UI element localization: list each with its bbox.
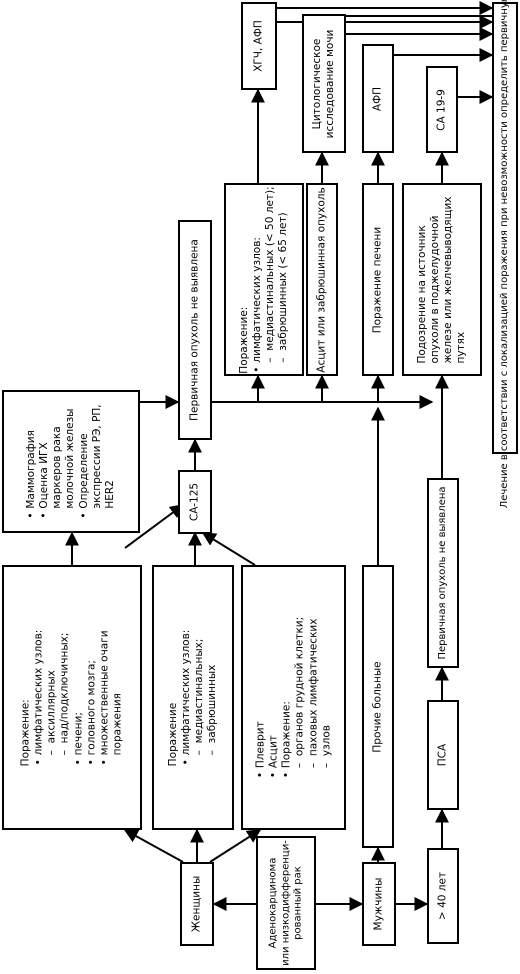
pleuritis-sub: органов грудной клетки; [294, 616, 307, 755]
mammo-item-cont: экспрессии РЭ, РП, [90, 403, 103, 509]
root-line-3: рованный рак [292, 866, 304, 940]
lymph-mid-sub: медиастинальных (< 50 лет); [264, 186, 277, 350]
mammo-item-cont: HER2 [103, 479, 116, 509]
lymph-mid-item: лимфатических узлов: [250, 236, 263, 363]
breast-lesion-sub: аксиллярных [46, 629, 59, 743]
mammo-item: Оценка ИГХ [38, 441, 51, 509]
lymph-women-title: Поражение [166, 702, 179, 766]
ca125-box: CA-125 [178, 470, 212, 534]
pleuritis-item: Асцит [267, 616, 280, 768]
women-label: Женщины [190, 875, 203, 933]
women-box: Женщины [180, 862, 214, 946]
ascites-retro-label: Асцит или забрюшинная опухоль [315, 186, 328, 373]
pancreas-line: Подозрение на источник [415, 224, 428, 364]
lymph-women-sub: медиастинальных; [193, 629, 206, 743]
arrow-pleuritis-ca125 [201, 532, 256, 566]
over40-box: > 40 лет [427, 848, 459, 944]
over40-label: > 40 лет [436, 871, 449, 921]
breast-lesion-sub: над/подключичных; [59, 629, 72, 743]
hcg-afp-label: ХГЧ, АФП [252, 20, 265, 72]
arrow-breast-ca125 [124, 504, 185, 549]
treatment-label: Лечение в соответствии с локализацией по… [498, 0, 510, 509]
lymph-lesion-women-box: Поражение лимфатических узлов: медиастин… [152, 565, 234, 830]
breast-lesion-box: Поражение: лимфатических узлов: аксилляр… [2, 565, 142, 830]
primary-not-found-label-1: Первичная опухоль не выявлена [188, 239, 201, 421]
mammo-item-cont: молочной железы [64, 408, 77, 509]
pancreas-line: железе или желчевыводящих [442, 195, 454, 364]
breast-lesion-item: печени; [72, 629, 85, 755]
root-line-2: или низкодифференци- [279, 840, 291, 966]
pleuritis-box: Плеврит Асцит Поражение: органов грудной… [241, 565, 346, 830]
primary-not-found-box-2: Первичная опухоль не выявлена [427, 478, 459, 668]
cytology-line-2: исследование мочи [324, 29, 336, 138]
cytology-box: Цитологическое исследование мочи [302, 14, 346, 153]
pancreas-box: Подозрение на источник опухоли в поджелу… [402, 183, 482, 376]
pleuritis-item: Поражение: [280, 700, 293, 768]
treatment-box: Лечение в соответствии с локализацией по… [492, 0, 518, 508]
mammo-item: Определение [77, 432, 90, 509]
root-line-1: Аденокарцинома [267, 857, 279, 949]
psa-label: ПСА [436, 743, 449, 767]
other-patients-box: Прочие больные [362, 565, 394, 848]
liver-lesion-label: Поражение печени [371, 226, 384, 333]
ascites-retro-box: Асцит или забрюшинная опухоль [306, 183, 338, 376]
psa-box: ПСА [427, 700, 459, 810]
pancreas-line: путях [455, 331, 468, 364]
arrow-women-breast [123, 829, 184, 863]
afp-label: АФП [371, 86, 384, 111]
primary-not-found-box-1: Первичная опухоль не выявлена [178, 220, 212, 440]
other-patients-label: Прочие больные [371, 660, 384, 753]
breast-lesion-title: Поражение: [19, 698, 32, 766]
men-label: Мужчины [372, 877, 385, 931]
hcg-afp-box: ХГЧ, АФП [241, 2, 277, 90]
ca125-label: CA-125 [188, 482, 201, 522]
lymph-lesion-mid-box: Поражение: лимфатических узлов: медиасти… [224, 183, 304, 376]
breast-lesion-item: головного мозга; [85, 629, 98, 755]
pleuritis-sub: паховых лимфатических [307, 616, 320, 756]
ca199-box: CA 19-9 [426, 66, 458, 153]
primary-not-found-label-2: Первичная опухоль не выявлена [436, 486, 448, 660]
men-box: Мужчины [362, 862, 396, 946]
lymph-mid-title: Поражение: [237, 306, 250, 374]
mammography-box: Маммография Оценка ИГХ маркеров рака мол… [2, 390, 140, 533]
breast-lesion-item: множественные очаги [98, 629, 111, 755]
liver-lesion-box: Поражение печени [362, 183, 394, 376]
breast-lesion-item-cont: поражения [111, 692, 124, 755]
cytology-line-1: Цитологическое [310, 38, 323, 129]
arrow-women-pleuritis [209, 829, 262, 863]
lymph-women-sub: забрюшинных [206, 629, 219, 743]
pancreas-line: опухоли в поджелудочной [428, 215, 441, 364]
lymph-women-item: лимфатических узлов: [179, 629, 192, 755]
afp-box: АФП [362, 44, 394, 153]
breast-lesion-item: лимфатических узлов: [32, 629, 45, 755]
ca199-label: CA 19-9 [435, 88, 448, 131]
pleuritis-item: Плеврит [254, 616, 267, 768]
root-diagnosis: Аденокарцинома или низкодифференци- рова… [256, 836, 316, 970]
mammo-item-cont: маркеров рака [51, 425, 64, 509]
lymph-mid-sub: забрюшинных (< 65 лет) [277, 186, 290, 350]
pleuritis-sub-cont: узлов [320, 616, 333, 756]
mammo-item: Маммография [25, 404, 38, 509]
